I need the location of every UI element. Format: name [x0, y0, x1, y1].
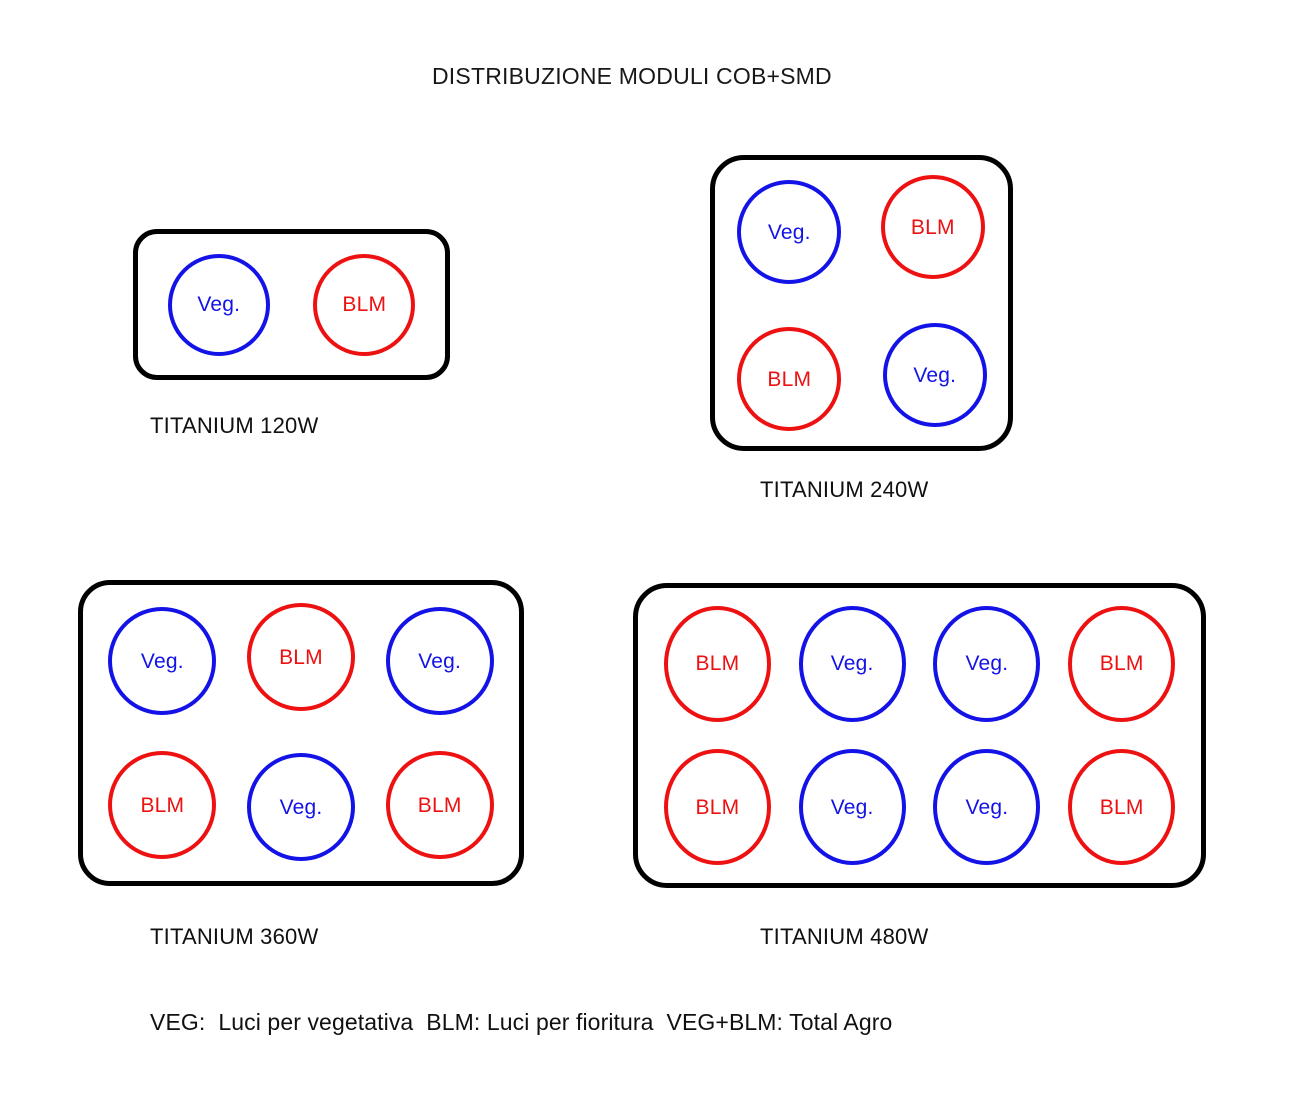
module-label: Veg.	[197, 293, 241, 316]
module-veg: Veg.	[385, 607, 494, 715]
page-title: DISTRIBUZIONE MODULI COB+SMD	[432, 63, 832, 89]
module-label: BLM	[910, 215, 955, 239]
module-veg: Veg.	[108, 607, 217, 715]
module-blm: BLM	[1068, 749, 1176, 866]
module-blm: BLM	[313, 253, 416, 356]
module-veg: Veg.	[167, 253, 270, 356]
module-veg: Veg.	[737, 180, 842, 284]
module-label: BLM	[417, 793, 462, 817]
module-label: Veg.	[279, 795, 323, 819]
module-veg: Veg.	[246, 753, 355, 861]
panel-caption-120w: TITANIUM 120W	[150, 413, 319, 438]
module-veg: Veg.	[933, 605, 1041, 722]
module-label: Veg.	[965, 652, 1009, 676]
panel-caption-360w: TITANIUM 360W	[150, 924, 319, 949]
module-label: Veg.	[830, 652, 874, 676]
module-label: BLM	[1099, 795, 1144, 819]
module-label: BLM	[695, 652, 740, 676]
module-grid-360w: Veg. BLM Veg. BLM Veg. BLM	[83, 585, 519, 881]
module-grid-120w: Veg. BLM	[138, 234, 445, 375]
module-label: Veg.	[830, 795, 874, 819]
module-label: BLM	[695, 795, 740, 819]
module-blm: BLM	[663, 605, 771, 722]
module-label: Veg.	[965, 795, 1009, 819]
panel-titanium-480w: BLM Veg. Veg. BLM BLM Veg. Veg. BLM	[633, 583, 1206, 888]
module-label: Veg.	[913, 363, 957, 387]
module-label: BLM	[140, 793, 185, 817]
module-label: BLM	[1099, 652, 1144, 676]
module-grid-240w: Veg. BLM BLM Veg.	[715, 160, 1008, 446]
module-label: BLM	[342, 293, 387, 316]
module-blm: BLM	[737, 327, 842, 431]
module-blm: BLM	[880, 175, 985, 279]
module-veg: Veg.	[798, 605, 906, 722]
module-label: Veg.	[767, 220, 811, 244]
module-grid-480w: BLM Veg. Veg. BLM BLM Veg. Veg. BLM	[638, 588, 1201, 883]
module-blm: BLM	[663, 749, 771, 866]
module-veg: Veg.	[798, 749, 906, 866]
module-veg: Veg.	[882, 323, 987, 427]
module-blm: BLM	[108, 751, 217, 859]
module-label: BLM	[279, 645, 323, 669]
module-label: BLM	[767, 367, 812, 391]
module-blm: BLM	[385, 751, 494, 859]
module-label: Veg.	[418, 649, 462, 673]
module-veg: Veg.	[933, 749, 1041, 866]
panel-caption-480w: TITANIUM 480W	[760, 924, 929, 949]
panel-titanium-240w: Veg. BLM BLM Veg.	[710, 155, 1013, 451]
module-blm: BLM	[246, 603, 355, 711]
panel-caption-240w: TITANIUM 240W	[760, 477, 929, 502]
module-blm: BLM	[1068, 605, 1176, 722]
panel-titanium-360w: Veg. BLM Veg. BLM Veg. BLM	[78, 580, 524, 886]
legend-text: VEG: Luci per vegetativa BLM: Luci per f…	[150, 1009, 893, 1035]
module-label: Veg.	[140, 649, 184, 673]
panel-titanium-120w: Veg. BLM	[133, 229, 450, 380]
